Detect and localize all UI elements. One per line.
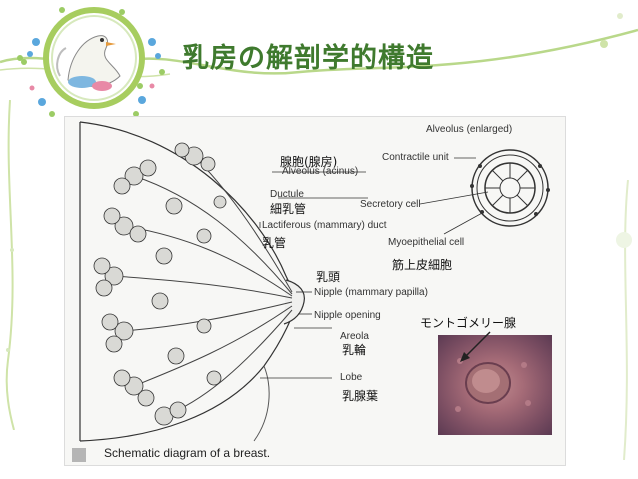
label-ductule: Ductule bbox=[270, 189, 304, 200]
label-ja-ductule: 細乳管 bbox=[270, 202, 307, 216]
label-contractile-unit: Contractile unit bbox=[382, 152, 449, 163]
label-ja-nipple: 乳頭 bbox=[316, 270, 341, 284]
label-ja-duct: 乳管 bbox=[262, 236, 287, 250]
label-alveolus-acinus: Alveolus (acinus) bbox=[282, 166, 359, 177]
mother-goose-logo-icon bbox=[21, 7, 165, 117]
label-ja-alveolus: 腺胞(腺房) bbox=[280, 155, 338, 169]
label-ja-lobe: 乳腺葉 bbox=[342, 389, 379, 403]
label-nipple-opening: Nipple opening bbox=[314, 310, 381, 321]
arrow-icon bbox=[460, 331, 491, 362]
label-lactiferous-duct: Lactiferous (mammary) duct bbox=[262, 220, 387, 231]
page-title: 乳房の解剖学的構造 bbox=[182, 43, 434, 74]
caption-marker bbox=[72, 448, 86, 462]
montgomery-gland-photo bbox=[438, 335, 552, 435]
label-secretory-cell: Secretory cell bbox=[360, 199, 421, 210]
label-ja-areola: 乳輪 bbox=[342, 343, 367, 357]
areola-photo-illustration bbox=[455, 358, 531, 412]
label-ja-montgomery: モントゴメリー腺 bbox=[420, 316, 517, 330]
decor-vine-right bbox=[616, 180, 632, 460]
label-ja-myoepithelial: 筋上皮細胞 bbox=[392, 258, 453, 272]
label-myoepithelial-cell: Myoepithelial cell bbox=[388, 237, 465, 248]
label-lobe: Lobe bbox=[340, 372, 363, 383]
label-nipple: Nipple (mammary papilla) bbox=[314, 287, 428, 298]
breast-diagram-illustration bbox=[79, 121, 550, 442]
decor-vine-left bbox=[5, 100, 15, 430]
label-areola: Areola bbox=[340, 331, 369, 342]
figure-caption: Schematic diagram of a breast. bbox=[104, 446, 271, 460]
label-alveolus-enlarged: Alveolus (enlarged) bbox=[426, 124, 513, 135]
